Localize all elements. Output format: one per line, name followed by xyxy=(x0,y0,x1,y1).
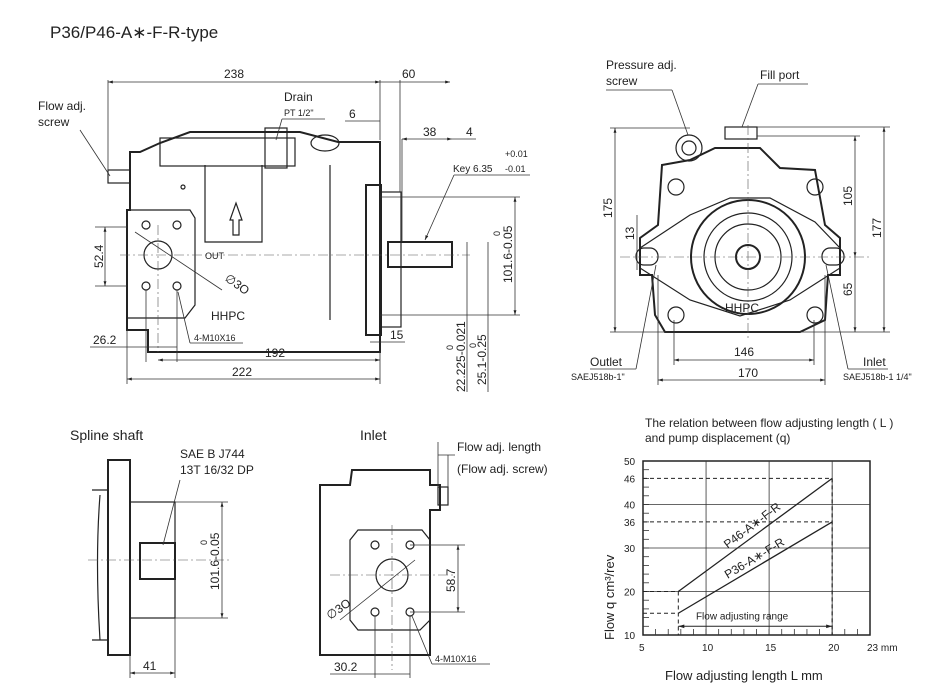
chart-x-tick-label: 20 xyxy=(828,643,840,654)
chart-xlabel: Flow adjusting length L mm xyxy=(665,668,823,683)
dim-22-225: 22.225-0.021 xyxy=(454,321,468,392)
spline-title: Spline shaft xyxy=(70,427,143,443)
spline-shaft-view: Spline shaft SAE B J744 13T 16/32 DP 101… xyxy=(70,427,254,678)
inlet-label: Inlet xyxy=(863,355,886,369)
dim-13: 13 xyxy=(623,226,637,240)
spline-teeth: 13T 16/32 DP xyxy=(180,463,254,477)
inlet-std: SAEJ518b-1 1/4" xyxy=(843,372,912,382)
chart-y-tick-label: 10 xyxy=(624,631,636,642)
bolt-spec: 4-M10X16 xyxy=(194,333,236,343)
inlet-dim-30-2: 30.2 xyxy=(334,660,358,674)
dim-222: 222 xyxy=(232,365,252,379)
dim-60: 60 xyxy=(402,67,416,81)
chart-x-tick-label: 10 xyxy=(702,643,714,654)
dim-170: 170 xyxy=(738,366,758,380)
chart-y-tick-label: 46 xyxy=(624,474,636,485)
drain-thread-label: PT 1/2" xyxy=(284,108,314,118)
outlet-label: Outlet xyxy=(590,355,623,369)
chart-y-tick-label: 20 xyxy=(624,588,636,599)
flow-adj-screw-label-1: Flow adj. xyxy=(38,99,86,113)
dim-25-1: 25.1-0.25 xyxy=(475,334,489,385)
spline-std: SAE B J744 xyxy=(180,447,245,461)
chart-title-2: and pump displacement (q) xyxy=(645,431,790,445)
chart-ylabel: Flow q cm³/rev xyxy=(602,554,617,640)
chart-y-tick-label: 40 xyxy=(624,501,636,512)
inlet-view: Inlet Flow adj. length (Flow adj. screw)… xyxy=(319,427,548,678)
spline-dim-101-6-upper: 0 xyxy=(199,540,209,545)
chart-x-tick-label: 15 xyxy=(765,643,777,654)
spline-dim-41: 41 xyxy=(143,659,157,673)
dim-52-4: 52.4 xyxy=(92,244,106,268)
flow-adj-length-label: Flow adj. length xyxy=(457,440,541,454)
dim-phi30: ∅3O xyxy=(222,271,252,298)
inlet-bolt-spec: 4-M10X16 xyxy=(435,654,477,664)
chart-series-line-1 xyxy=(677,521,833,614)
dim-6: 6 xyxy=(349,107,356,121)
chart-series-line-0 xyxy=(677,477,833,593)
inlet-dim-phi30: ∅3O xyxy=(324,596,354,623)
flow-adj-screw-label-2: screw xyxy=(38,115,70,129)
inlet-title: Inlet xyxy=(360,427,387,443)
front-hhpc-label: HHPC xyxy=(725,301,759,315)
fill-port-label: Fill port xyxy=(760,68,800,82)
page-title: P36/P46-A∗-F-R-type xyxy=(50,23,218,42)
dim-238: 238 xyxy=(224,67,244,81)
chart-title-1: The relation between flow adjusting leng… xyxy=(645,416,893,430)
dim-22-225-upper: 0 xyxy=(445,345,455,350)
dim-25-1-upper: 0 xyxy=(468,343,478,348)
side-view: OUT Flow adj. screw 238 60 Drain PT 1/2"… xyxy=(38,67,530,392)
dim-146: 146 xyxy=(734,345,754,359)
pressure-adj-label-1: Pressure adj. xyxy=(606,58,677,72)
dim-4: 4 xyxy=(466,125,473,139)
chart-y-tick-label: 50 xyxy=(624,457,636,468)
dim-177: 177 xyxy=(870,218,884,238)
chart-x-tick-label: 5 xyxy=(639,643,645,654)
dim-105: 105 xyxy=(841,186,855,206)
outlet-std: SAEJ518b-1" xyxy=(571,372,625,382)
flow-adj-screw-label: (Flow adj. screw) xyxy=(457,462,548,476)
dim-175: 175 xyxy=(601,198,615,218)
flow-chart: The relation between flow adjusting leng… xyxy=(602,416,898,683)
key-tol-minus: -0.01 xyxy=(505,164,526,174)
drain-label: Drain xyxy=(284,90,313,104)
dim-101-6-upper: 0 xyxy=(492,231,502,236)
pressure-adj-label-2: screw xyxy=(606,74,638,88)
dim-101-6: 101.6-0.05 xyxy=(501,225,515,283)
key-tol-plus: +0.01 xyxy=(505,149,528,159)
dim-65: 65 xyxy=(841,282,855,296)
key-label: Key 6.35 xyxy=(453,164,493,175)
chart-y-tick-label: 30 xyxy=(624,544,636,555)
dim-15: 15 xyxy=(390,328,404,342)
dim-26-2: 26.2 xyxy=(93,333,117,347)
hhpc-label: HHPC xyxy=(211,309,245,323)
spline-dim-101-6: 101.6-0.05 xyxy=(208,532,222,590)
front-view: HHPC Pressure adj. screw Fill port 175 1… xyxy=(571,58,912,385)
chart-y-tick-label: 36 xyxy=(624,518,636,529)
inlet-dim-58-7: 58.7 xyxy=(444,568,458,592)
dim-192: 192 xyxy=(265,346,285,360)
dim-38: 38 xyxy=(423,125,437,139)
chart-range-label: Flow adjusting range xyxy=(696,611,789,622)
chart-x-tick-label: 23 mm xyxy=(867,643,898,654)
out-port-label: OUT xyxy=(205,251,225,261)
